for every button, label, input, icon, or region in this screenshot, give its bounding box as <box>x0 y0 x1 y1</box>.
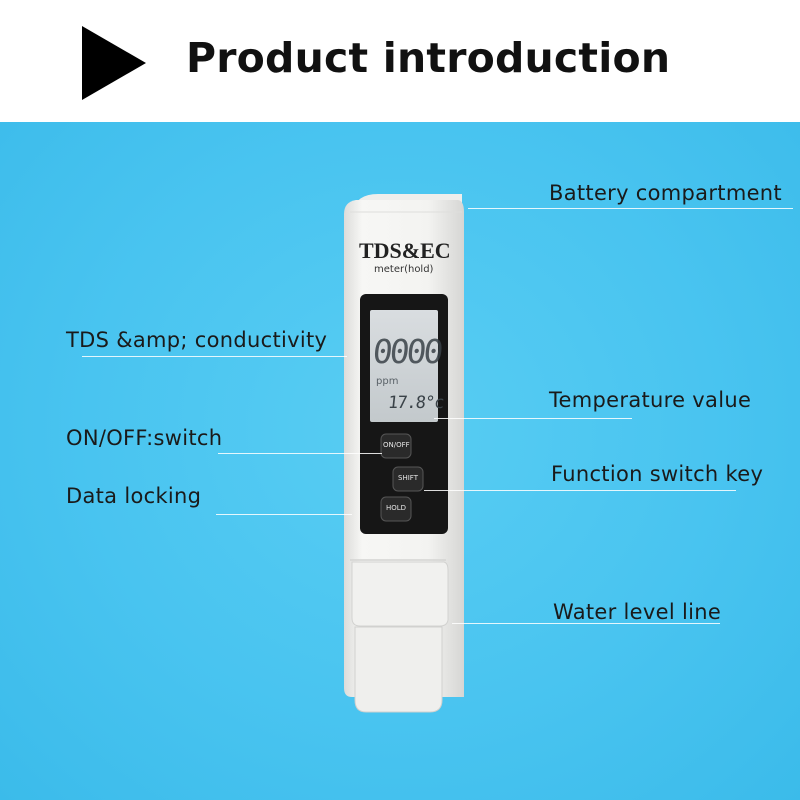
device-brand: TDS&EC <box>359 238 451 263</box>
shift-button[interactable]: SHIFT <box>398 474 418 482</box>
water-level-leader-line <box>452 623 720 624</box>
battery-label: Battery compartment <box>549 181 782 205</box>
lcd-unit: ppm <box>376 376 399 387</box>
temperature-label: Temperature value <box>549 388 752 412</box>
onoff-leader-line <box>218 453 382 454</box>
page-title: Product introduction <box>186 34 671 82</box>
data-locking-leader-line <box>216 514 352 515</box>
product-photo-area: TDS&EC meter(hold) 0000 ppm 17.8°c ON/OF… <box>0 122 800 800</box>
onoff-label: ON/OFF:switch <box>66 426 223 450</box>
lcd-main-reading: 0000 <box>370 332 443 371</box>
data-locking-label: Data locking <box>66 484 202 508</box>
temperature-leader-line <box>434 418 632 419</box>
tds-leader-line <box>82 356 347 357</box>
function-key-leader-line <box>424 490 736 491</box>
battery-leader-line <box>468 208 793 209</box>
tds-label: TDS &amp; conductivity <box>66 328 328 352</box>
onoff-button[interactable]: ON/OFF <box>383 441 410 449</box>
device-subtitle: meter(hold) <box>374 264 434 275</box>
function-key-label: Function switch key <box>551 462 764 486</box>
header-bar: Product introduction <box>0 0 800 122</box>
lcd-temperature-reading: 17.8°c <box>386 393 445 413</box>
water-level-label: Water level line <box>553 600 722 624</box>
tds-meter-device <box>344 194 464 713</box>
play-icon <box>82 26 146 100</box>
hold-button[interactable]: HOLD <box>385 504 407 512</box>
